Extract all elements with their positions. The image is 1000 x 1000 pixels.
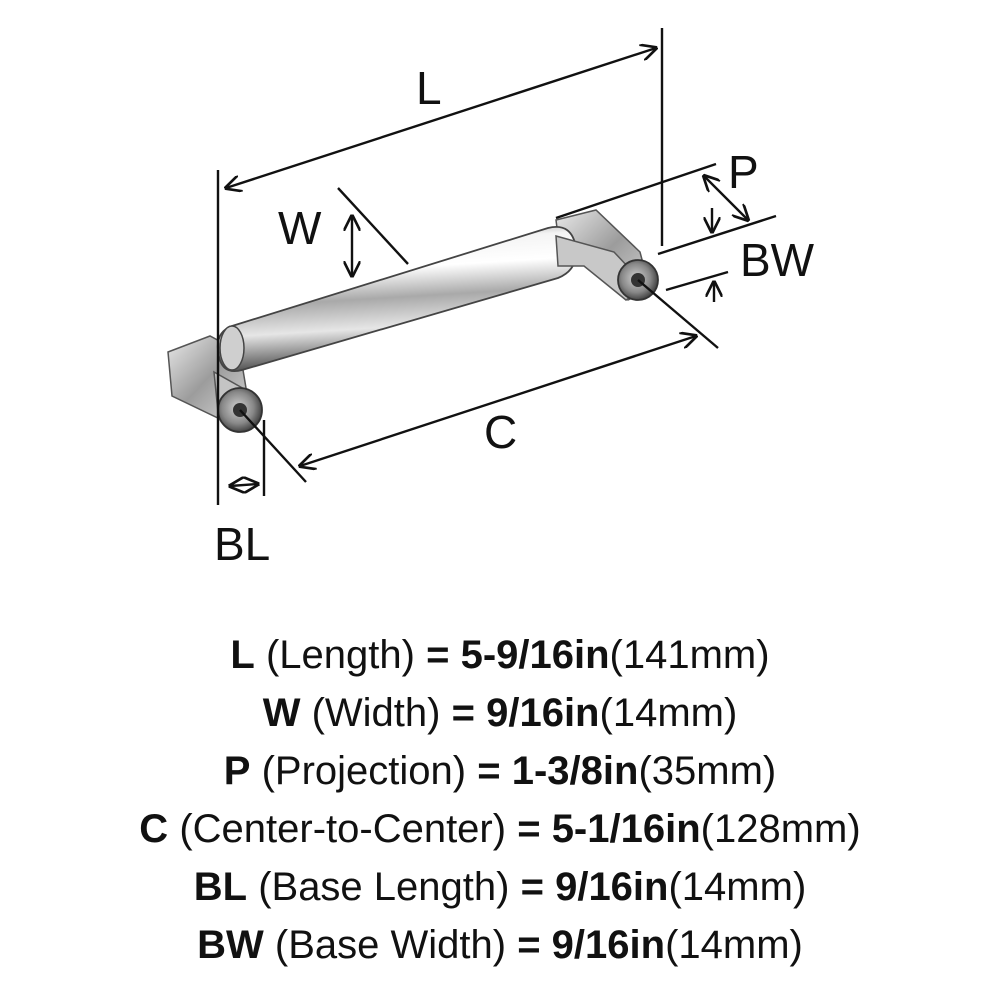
label-bw: BW <box>740 234 815 286</box>
label-bl: BL <box>214 518 270 570</box>
spec-base-length: BL (Base Length) = 9/16in(14mm) <box>193 865 807 909</box>
center-to-center-dimension-line <box>300 336 696 466</box>
projection-dimension-arrow <box>704 176 748 220</box>
spec-length: L (Length) = 5-9/16in(141mm) <box>230 633 770 677</box>
spec-projection: P (Projection) = 1-3/8in(35mm) <box>223 749 777 793</box>
label-w: W <box>278 202 322 254</box>
handle-dimension-diagram: L W P BW C BL <box>167 28 815 570</box>
dimension-specs-list: L (Length) = 5-9/16in(141mm) W (Width) =… <box>0 626 1000 974</box>
label-l: L <box>416 62 442 114</box>
length-dimension-line <box>226 48 656 188</box>
left-bar-cap <box>219 325 245 371</box>
spec-width: W (Width) = 9/16in(14mm) <box>262 691 738 735</box>
handle-bar <box>216 226 578 372</box>
label-p: P <box>728 146 759 198</box>
spec-base-width: BW (Base Width) = 9/16in(14mm) <box>197 923 803 967</box>
label-c: C <box>484 406 517 458</box>
dimension-lines <box>216 28 777 505</box>
base-length-dimension-arrow <box>230 484 258 486</box>
spec-center-to-center: C (Center-to-Center) = 5-1/16in(128mm) <box>139 807 861 851</box>
cabinet-pull-handle <box>167 209 659 433</box>
